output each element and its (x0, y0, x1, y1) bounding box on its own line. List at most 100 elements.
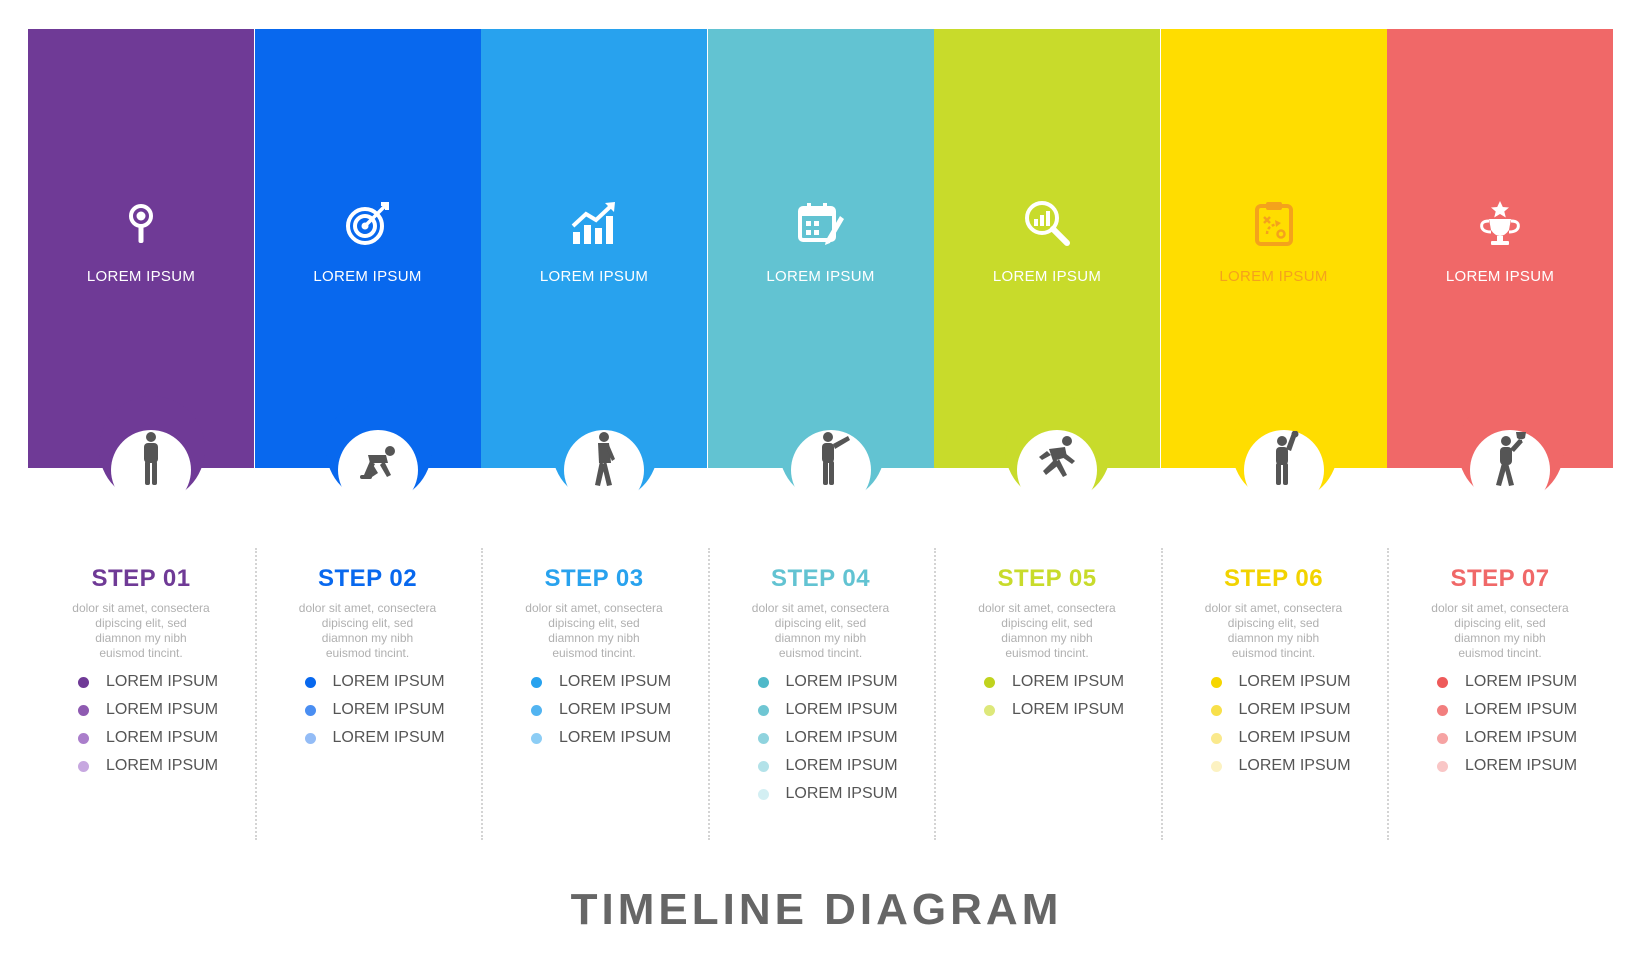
bullet-dot (984, 705, 995, 716)
step-title: STEP 02 (317, 565, 418, 592)
list-item: LOREM IPSUM (1437, 756, 1577, 784)
list-item: LOREM IPSUM (531, 700, 671, 728)
list-item: LOREM IPSUM (757, 700, 898, 728)
step-title: STEP 04 (770, 565, 871, 592)
step-label: LOREM IPSUM (313, 268, 422, 285)
list-item-label: LOREM IPSUM (332, 701, 445, 718)
list-item: LOREM IPSUM (304, 700, 445, 728)
list-item: LOREM IPSUM (984, 672, 1124, 700)
step-badge (337, 430, 418, 510)
list-item-label: LOREM IPSUM (785, 673, 898, 690)
bullet-dot (531, 677, 542, 688)
crouching-start-person-icon (359, 446, 395, 479)
column-separator (707, 548, 710, 840)
list-item: LOREM IPSUM (78, 700, 218, 728)
list-item: LOREM IPSUM (78, 756, 218, 784)
step-color-band (1160, 29, 1387, 468)
list-item: LOREM IPSUM (531, 672, 671, 700)
growth-chart-icon (571, 202, 615, 244)
bullet-dot (1210, 733, 1222, 744)
step-label: LOREM IPSUM (1219, 268, 1328, 285)
trophy-icon (1480, 201, 1520, 245)
step-label: LOREM IPSUM (992, 268, 1102, 285)
step-label: LOREM IPSUM (1445, 268, 1555, 285)
bullet-dot (78, 705, 89, 716)
list-item-label: LOREM IPSUM (1012, 701, 1125, 718)
list-item: LOREM IPSUM (1210, 672, 1351, 700)
list-item-label: LOREM IPSUM (1465, 701, 1578, 718)
step-description: dolor sit amet, consectera dipiscing eli… (1431, 601, 1569, 660)
list-item-label: LOREM IPSUM (106, 757, 219, 774)
step-color-band (1387, 29, 1613, 468)
list-item-label: LOREM IPSUM (785, 701, 898, 718)
list-item-label: LOREM IPSUM (1465, 673, 1578, 690)
list-item-label: LOREM IPSUM (785, 729, 898, 746)
step-description: dolor sit amet, consectera dipiscing eli… (72, 601, 210, 660)
bullet-list: LOREM IPSUM LOREM IPSUM LOREM IPSUM LOREM I… (757, 672, 898, 812)
step-badge (1017, 430, 1097, 510)
list-item-label: LOREM IPSUM (1238, 729, 1351, 746)
bullet-dot (1210, 761, 1222, 772)
list-item: LOREM IPSUM (304, 728, 445, 756)
step-label: LOREM IPSUM (86, 268, 196, 285)
target-icon (345, 202, 389, 245)
page-title: TIMELINE DIAGRAM (570, 885, 1063, 934)
step-color-band (707, 29, 934, 468)
step-title: STEP 01 (91, 565, 191, 592)
column-separator (1387, 548, 1389, 840)
step-color-band (481, 29, 707, 468)
list-item: LOREM IPSUM (304, 672, 445, 700)
list-item: LOREM IPSUM (984, 700, 1124, 728)
list-item-label: LOREM IPSUM (106, 729, 219, 746)
bullet-dot (304, 677, 316, 688)
walking-person-icon (595, 432, 615, 486)
step-label: LOREM IPSUM (539, 268, 649, 285)
bullet-list: LOREM IPSUM LOREM IPSUM LOREM IPSUM LOREM I… (1437, 672, 1577, 784)
bullet-dot (531, 733, 542, 744)
bullet-dot (1437, 733, 1448, 744)
analytics-search-icon (1025, 201, 1070, 246)
fist-raised-person-icon (1275, 431, 1298, 485)
running-person-icon (1039, 436, 1075, 477)
standing-person-icon (144, 432, 158, 485)
step-color-band (254, 29, 481, 468)
bullet-dot (757, 789, 769, 800)
list-item: LOREM IPSUM (1437, 672, 1577, 700)
step-color-band (28, 29, 254, 468)
column-separator (1160, 548, 1163, 840)
list-item: LOREM IPSUM (757, 672, 898, 700)
step-title: STEP 07 (1450, 565, 1550, 592)
list-item-label: LOREM IPSUM (559, 701, 672, 718)
bullet-dot (1437, 761, 1448, 772)
list-item: LOREM IPSUM (757, 784, 898, 812)
bullet-dot (78, 733, 89, 744)
list-item: LOREM IPSUM (757, 756, 898, 784)
bullet-dot (304, 705, 316, 716)
bullet-dot (1437, 677, 1448, 688)
list-item-label: LOREM IPSUM (106, 701, 219, 718)
magnifier-icon (129, 204, 153, 243)
strategy-clipboard-icon (1254, 202, 1293, 246)
pointing-person-icon (821, 432, 850, 485)
step-title: STEP 06 (1223, 565, 1324, 592)
list-item-label: LOREM IPSUM (559, 673, 672, 690)
list-item: LOREM IPSUM (757, 728, 898, 756)
list-item-label: LOREM IPSUM (785, 757, 898, 774)
calendar-edit-icon (797, 203, 844, 245)
step-title: STEP 05 (997, 565, 1097, 592)
list-item-label: LOREM IPSUM (1465, 729, 1578, 746)
list-item-label: LOREM IPSUM (1238, 701, 1351, 718)
bullet-dot (757, 761, 769, 772)
list-item-label: LOREM IPSUM (1238, 757, 1351, 774)
list-item: LOREM IPSUM (531, 728, 671, 756)
list-item: LOREM IPSUM (78, 728, 218, 756)
